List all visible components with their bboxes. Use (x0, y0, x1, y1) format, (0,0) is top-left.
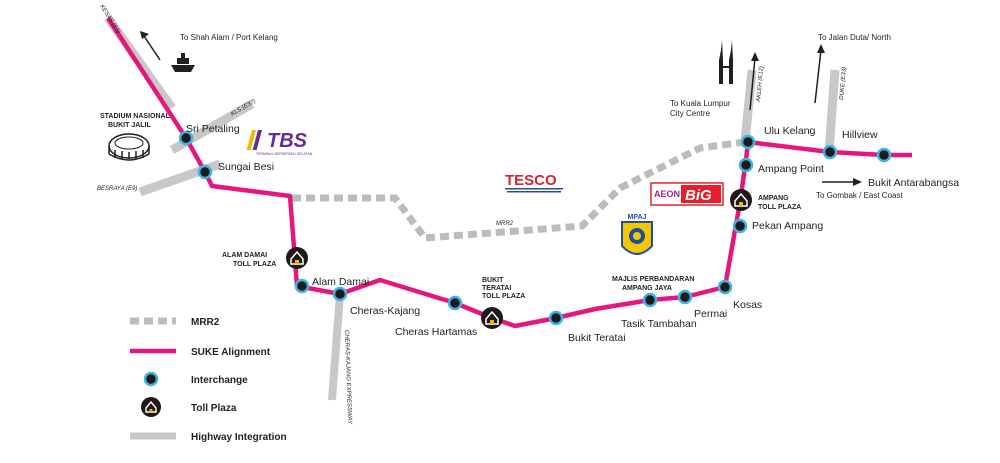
interchange-sungai-besi[interactable] (197, 164, 213, 180)
arrow-head-icon (140, 31, 149, 39)
besraya-label: BESRAYA (E9) (97, 186, 137, 192)
legend: MRR2 SUKE Alignment Interchange Toll Pla… (130, 317, 287, 443)
suke-alignment (106, 16, 912, 329)
direction-arrows (140, 31, 862, 186)
to-gombak-label: To Gombak / East Coast (816, 191, 903, 200)
tasik-tambahan-label: Tasik Tambahan (621, 318, 697, 330)
highway-integration-roads (104, 15, 840, 401)
to-klcc-label-2: City Centre (670, 109, 711, 118)
tbs-logo-subtext: TERMINAL BERSEPADU SELATAN (256, 152, 313, 156)
arrow-up-jalan-duta-icon (814, 49, 822, 104)
arrow-head-icon (817, 44, 825, 53)
interchange-alam-damai[interactable] (332, 286, 348, 302)
bukit-teratai-label: Bukit Teratai (568, 332, 626, 344)
legend-mrr2-label: MRR2 (191, 317, 220, 328)
to-shah-alam-label: To Shah Alam / Port Kelang (180, 33, 278, 42)
stadium-icon (108, 133, 150, 161)
aeon-logo-text: AEON (654, 189, 680, 199)
interchanges (178, 130, 892, 326)
toll-ampang-label-1: AMPANG (758, 195, 789, 202)
legend-suke-label: SUKE Alignment (191, 347, 271, 358)
tesco-logo: TESCO (505, 172, 563, 193)
tesco-logo-text: TESCO (505, 172, 557, 189)
to-klcc-label-1: To Kuala Lumpur (670, 99, 731, 108)
mpaj-badge-text: MPAJ (628, 214, 647, 221)
interchange-tasik-tambahan[interactable] (642, 292, 658, 308)
toll-bukit-teratai-label-2: TERATAI (482, 285, 511, 292)
mrr2-label: MRR2 (496, 221, 514, 227)
bukit-antarabangsa-label: Bukit Antarabangsa (868, 177, 959, 189)
legend-toll-swatch (141, 397, 161, 417)
ship-icon (171, 53, 195, 72)
toll-plaza-alam-damai[interactable] (286, 247, 308, 269)
cheras-kajang-road (328, 293, 344, 401)
interchange-bukit-teratai[interactable] (548, 310, 564, 326)
arrow-head-icon (853, 178, 862, 186)
ulu-kelang-label: Ulu Kelang (764, 125, 816, 137)
arrow-up-left-icon (143, 35, 161, 61)
kesas-label: KESAS (E5) (98, 4, 121, 35)
akleh-road (740, 69, 757, 143)
interchange-pekan-ampang[interactable] (732, 218, 748, 234)
pekan-ampang-label: Pekan Ampang (752, 220, 823, 232)
stadium-label-1: STADIUM NASIONAL (100, 113, 171, 120)
tbs-logo: TBS TERMINAL BERSEPADU SELATAN (246, 130, 313, 156)
hillview-label: Hillview (842, 129, 878, 141)
toll-ampang-label-2: TOLL PLAZA (758, 204, 801, 211)
duke-label: DUKE (E33) (839, 67, 848, 100)
duke-road (824, 69, 840, 153)
interchange-ulu-kelang[interactable] (740, 134, 756, 150)
mpaj-label-2: AMPANG JAYA (622, 285, 672, 292)
stadium-label-2: BUKIT JALIL (108, 122, 152, 129)
toll-bukit-teratai-label-1: BUKIT (482, 277, 504, 284)
tbs-logo-text: TBS (267, 130, 308, 152)
permai-label: Permai (694, 308, 727, 320)
mpaj-label-1: MAJLIS PERBANDARAN (612, 276, 694, 283)
cheras-kajang-label: Cheras-Kajang (350, 305, 420, 317)
interchange-permai[interactable] (677, 289, 693, 305)
sungai-besi-label: Sungai Besi (218, 161, 274, 173)
kosas-label: Kosas (733, 299, 762, 311)
toll-plazas (286, 189, 752, 329)
toll-plaza-ampang[interactable] (730, 189, 752, 211)
mrr2-road (292, 138, 746, 242)
interchange-hillview-a[interactable] (822, 144, 838, 160)
cheras-kajang-expressway-label: CHERAS-KAJANG EXPRESSWAY (343, 330, 352, 425)
toll-bukit-teratai-label-3: TOLL PLAZA (482, 293, 525, 300)
interchange-kosas[interactable] (717, 279, 733, 295)
interchange-alam-damai-a[interactable] (294, 278, 310, 294)
ampang-point-label: Ampang Point (758, 163, 824, 175)
legend-interchange-swatch (143, 371, 159, 387)
legend-toll-label: Toll Plaza (191, 403, 237, 414)
sri-petaling-label: Sri Petaling (186, 123, 240, 135)
alam-damai-label: Alam Damai (312, 276, 369, 288)
arrow-up-klcc-icon (749, 57, 756, 111)
petronas-towers-icon (719, 40, 733, 84)
interchange-hillview[interactable] (876, 147, 892, 163)
toll-alam-damai-label-1: ALAM DAMAI (222, 252, 267, 259)
legend-highway-label: Highway Integration (191, 432, 287, 443)
interchange-sri-petaling[interactable] (178, 130, 194, 146)
legend-interchange-label: Interchange (191, 375, 248, 386)
interchange-ampang-point[interactable] (738, 157, 754, 173)
toll-alam-damai-label-2: TOLL PLAZA (233, 261, 276, 268)
mpaj-crest-icon: MPAJ (621, 214, 653, 255)
interchange-cheras-hartamas[interactable] (447, 295, 463, 311)
cheras-hartamas-label: Cheras Hartamas (395, 326, 477, 338)
toll-plaza-bukit-teratai[interactable] (481, 307, 503, 329)
to-jalan-duta-label: To Jalan Duta/ North (818, 33, 891, 42)
arrow-head-icon (751, 52, 759, 61)
big-logo-text: BiG (685, 187, 712, 204)
akleh-label: AKLEH (E12) (756, 66, 765, 103)
aeon-big-logo: AEON BiG (650, 182, 724, 206)
